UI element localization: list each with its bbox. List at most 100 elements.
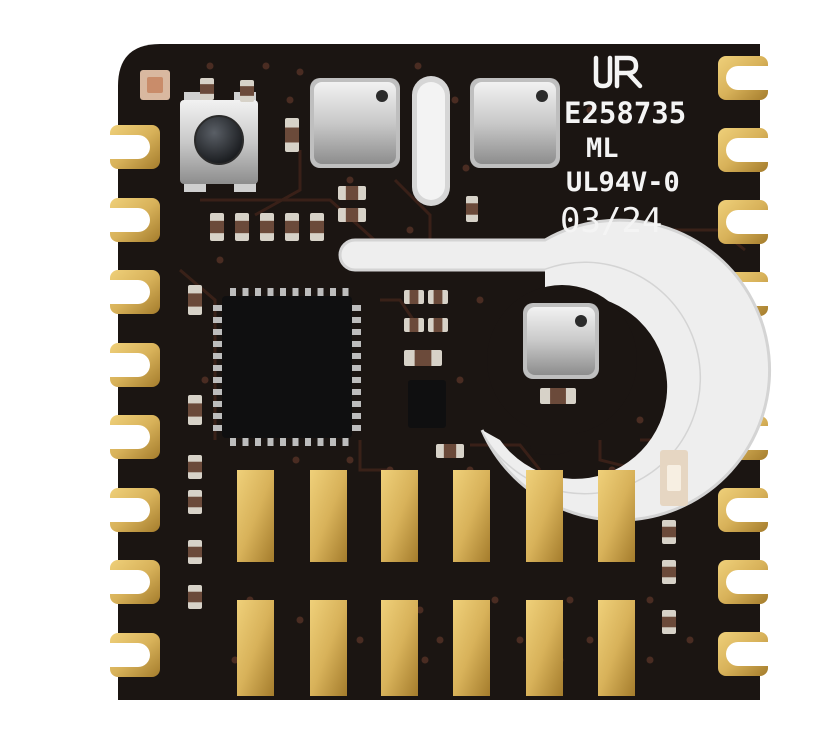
mcu-pin bbox=[280, 436, 286, 446]
gold-pad-lower bbox=[237, 600, 274, 696]
via bbox=[292, 456, 300, 464]
via bbox=[296, 68, 304, 76]
pad-edge bbox=[738, 642, 778, 666]
gold-pad-upper bbox=[453, 470, 490, 562]
mcu-pin bbox=[292, 436, 299, 446]
status-led-right bbox=[660, 450, 688, 506]
mcu-pin bbox=[351, 389, 361, 395]
mcu-pin bbox=[242, 436, 249, 446]
via bbox=[406, 226, 414, 234]
mcu-pin bbox=[230, 436, 236, 446]
pad-edge bbox=[100, 425, 138, 449]
via bbox=[356, 636, 364, 644]
mcu-pin bbox=[351, 413, 361, 419]
mcu-pin bbox=[213, 353, 223, 359]
smd-body bbox=[188, 546, 202, 558]
mcu-pin bbox=[351, 305, 361, 311]
pad-edge bbox=[100, 498, 138, 522]
mcu-pin bbox=[213, 377, 223, 383]
gold-pad-lower bbox=[598, 600, 635, 696]
flammability-text: UL94V-0 bbox=[566, 167, 680, 198]
via bbox=[566, 596, 574, 604]
via bbox=[491, 596, 499, 604]
ur-recognized-logo bbox=[593, 55, 643, 89]
bottom-test-pads bbox=[237, 470, 635, 696]
mcu-pin bbox=[280, 288, 286, 298]
smd-body bbox=[235, 220, 249, 234]
smd-body bbox=[433, 318, 443, 332]
via bbox=[686, 636, 694, 644]
sensor-lid bbox=[474, 82, 556, 164]
via bbox=[286, 96, 294, 104]
smd-body bbox=[662, 566, 676, 578]
mcu-pin bbox=[213, 317, 223, 323]
smd-body bbox=[188, 496, 202, 508]
sensor-packages bbox=[310, 78, 599, 379]
smd-body bbox=[443, 444, 457, 458]
smd-body bbox=[210, 220, 224, 234]
castellated-pads-left bbox=[100, 125, 160, 677]
via bbox=[586, 636, 594, 644]
mcu-pin bbox=[213, 341, 223, 347]
via bbox=[416, 606, 424, 614]
smd-body bbox=[310, 220, 324, 234]
mcu-pin bbox=[351, 341, 361, 347]
mcu-pin bbox=[213, 425, 223, 431]
mcu-pin bbox=[213, 389, 223, 395]
smd-body bbox=[188, 403, 202, 417]
smd-body bbox=[662, 616, 676, 628]
mcu-pin bbox=[267, 436, 274, 446]
status-led-top bbox=[140, 70, 170, 100]
smd-body bbox=[409, 318, 419, 332]
smd-body bbox=[550, 388, 566, 404]
pad-edge bbox=[738, 138, 778, 162]
slot-cutout bbox=[412, 76, 450, 206]
gold-pad-upper bbox=[310, 470, 347, 562]
via bbox=[421, 656, 429, 664]
via bbox=[206, 62, 214, 70]
smd-body bbox=[200, 84, 214, 94]
mcu-pin bbox=[213, 365, 223, 371]
silkscreen-markings: E258735 ML UL94V-0 03/24 bbox=[560, 96, 686, 241]
via bbox=[346, 176, 354, 184]
via bbox=[201, 376, 209, 384]
tactile-button bbox=[180, 92, 258, 192]
pad-edge bbox=[738, 66, 778, 90]
passive-components bbox=[188, 78, 676, 634]
smd-body bbox=[285, 127, 299, 143]
mcu-pin bbox=[255, 436, 261, 446]
mcu-pin bbox=[230, 288, 236, 298]
via bbox=[296, 616, 304, 624]
mcu-pin bbox=[242, 288, 249, 298]
smd-body bbox=[409, 290, 419, 304]
via bbox=[216, 256, 224, 264]
mcu-pin bbox=[305, 436, 311, 446]
mcu-pin bbox=[342, 288, 349, 298]
mcu-pin bbox=[351, 353, 361, 359]
mcu-pin bbox=[317, 288, 324, 298]
via bbox=[451, 96, 459, 104]
smd-body bbox=[260, 220, 274, 234]
pad-edge bbox=[100, 208, 138, 232]
via bbox=[231, 656, 239, 664]
mcu-pin bbox=[330, 436, 336, 446]
mcu-pin bbox=[351, 329, 361, 335]
mcu-pin bbox=[267, 288, 274, 298]
via bbox=[346, 456, 354, 464]
smd-body bbox=[466, 203, 478, 215]
mcu-pin bbox=[305, 288, 311, 298]
pad-edge bbox=[100, 280, 138, 304]
sensor-port bbox=[575, 315, 587, 327]
sensor-lid bbox=[314, 82, 396, 164]
castellated-pads-right bbox=[718, 56, 778, 676]
via bbox=[586, 106, 594, 114]
gold-pad-lower bbox=[526, 600, 563, 696]
pad-edge bbox=[738, 210, 778, 234]
smd-body bbox=[345, 208, 359, 222]
smd-body bbox=[285, 220, 299, 234]
mcu-pin bbox=[330, 288, 336, 298]
gold-pad-upper bbox=[237, 470, 274, 562]
mcu-pin bbox=[213, 305, 223, 311]
mcu-pin bbox=[292, 288, 299, 298]
mcu-pin bbox=[351, 425, 361, 431]
